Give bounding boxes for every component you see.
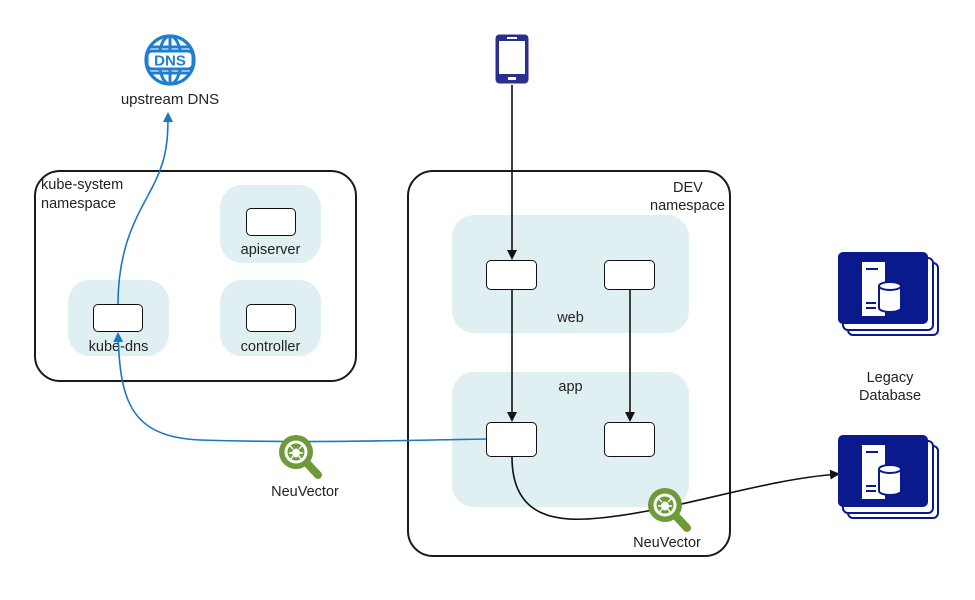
flow-kube-dns-to-upstream <box>117 112 173 305</box>
kube-system-namespace-label-line1: kube-system <box>41 177 124 193</box>
legacy-db-label-line1: Legacy <box>866 370 914 386</box>
neuvector-label-1: NeuVector <box>271 484 339 500</box>
neuvector-label-2: NeuVector <box>633 535 701 551</box>
app-label: app <box>558 379 583 395</box>
web-pod-2[interactable] <box>604 260 655 290</box>
legacy-db-label-line2: Database <box>858 388 922 404</box>
controller-label: controller <box>240 339 301 355</box>
dev-namespace-label-line1: DEV <box>673 180 703 196</box>
controller-pod[interactable] <box>246 304 296 332</box>
apiserver-label: apiserver <box>240 242 301 258</box>
kube-system-namespace-label-line2: namespace <box>41 196 116 212</box>
dns-icon-text: DNS <box>154 53 186 70</box>
globe-dns-icon: DNS <box>144 34 196 86</box>
neuvector-bug-magnifier-icon <box>279 435 322 479</box>
flow-app-to-legacy-db <box>511 456 840 521</box>
kube-dns-pod[interactable] <box>93 304 143 332</box>
web-pod-1[interactable] <box>486 260 537 290</box>
web-label: web <box>557 310 584 326</box>
flow-app-to-kube-dns <box>113 332 487 443</box>
neuvector-bug-magnifier-icon <box>648 488 691 532</box>
database-server-icon <box>838 435 939 519</box>
database-server-icon <box>838 252 939 336</box>
apiserver-pod[interactable] <box>246 208 296 236</box>
upstream-dns-label: upstream DNS <box>120 91 220 108</box>
smartphone-icon[interactable] <box>494 33 530 85</box>
app-pod-2[interactable] <box>604 422 655 457</box>
dev-namespace-label-line2: namespace <box>650 198 725 214</box>
app-pod-1[interactable] <box>486 422 537 457</box>
